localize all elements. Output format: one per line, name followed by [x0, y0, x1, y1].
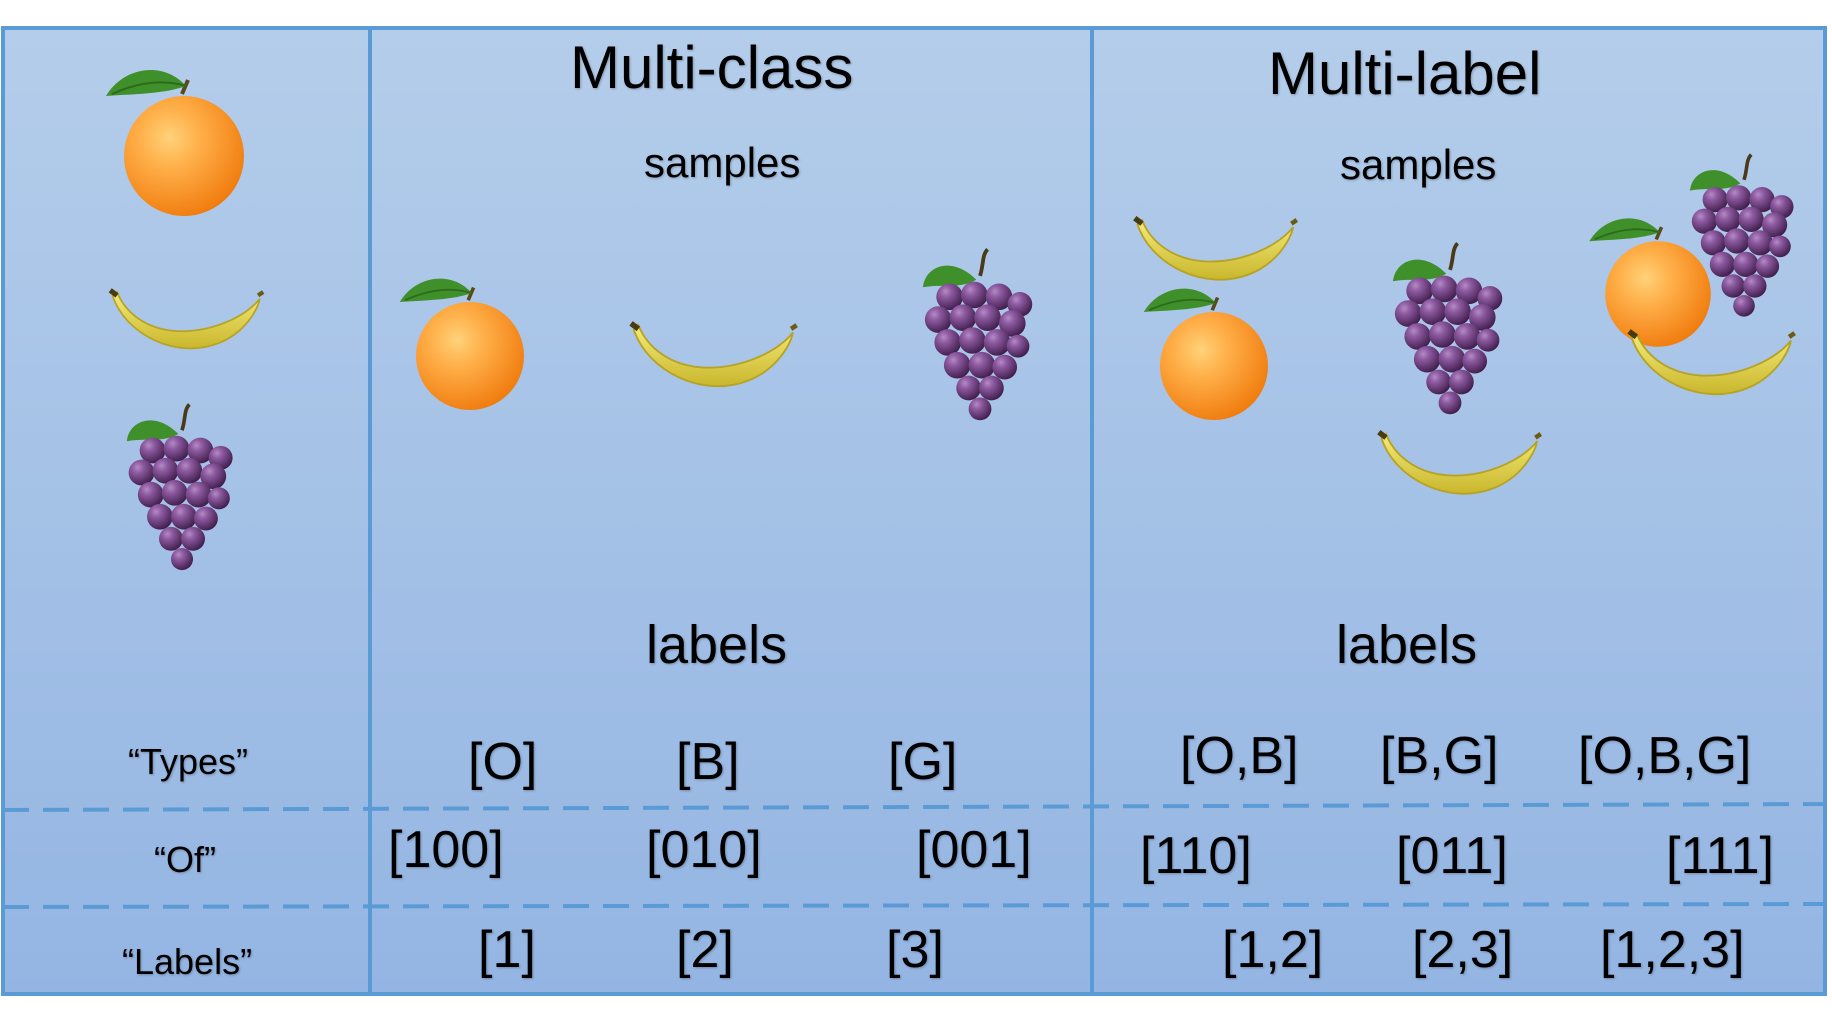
multilabel-type-sample1: [O,B] [1180, 727, 1299, 785]
row-name-labels: “Labels” [122, 941, 253, 982]
multiclass-labels-label: labels [646, 615, 788, 675]
multiclass-type-orange: [O] [468, 733, 538, 791]
multilabel-title: Multi-label [1268, 40, 1542, 107]
multilabel-index-sample1: [1,2] [1222, 921, 1324, 979]
multiclass-index-orange: [1] [478, 921, 536, 979]
multiclass-type-banana: [B] [676, 733, 740, 791]
multiclass-title: Multi-class [570, 34, 854, 101]
row-separator-1 [2, 802, 1826, 812]
row-separator-2 [2, 902, 1826, 909]
multiclass-index-grapes: [3] [886, 921, 944, 979]
outer-border [1, 26, 1827, 996]
multiclass-onehot-grapes: [001] [916, 821, 1032, 879]
multilabel-samples-label: samples [1340, 141, 1497, 188]
multilabel-index-sample2: [2,3] [1412, 921, 1514, 979]
multilabel-labels-label: labels [1336, 615, 1478, 675]
multilabel-type-sample3: [O,B,G] [1578, 727, 1752, 785]
multilabel-vector-sample2: [011] [1396, 827, 1508, 885]
multiclass-type-grapes: [G] [888, 733, 958, 791]
multilabel-type-sample2: [B,G] [1380, 727, 1499, 785]
multiclass-onehot-banana: [010] [646, 821, 762, 879]
multiclass-onehot-orange: [100] [388, 821, 504, 879]
multilabel-vector-sample1: [110] [1140, 827, 1252, 885]
multilabel-vector-sample3: [111] [1666, 827, 1774, 885]
multiclass-samples-label: samples [644, 139, 801, 186]
row-name-types: “Types” [128, 741, 249, 782]
row-name-of: “Of” [154, 839, 216, 880]
multiclass-index-banana: [2] [676, 921, 734, 979]
multilabel-index-sample3: [1,2,3] [1600, 921, 1745, 979]
diagram-background [2, 28, 1826, 994]
